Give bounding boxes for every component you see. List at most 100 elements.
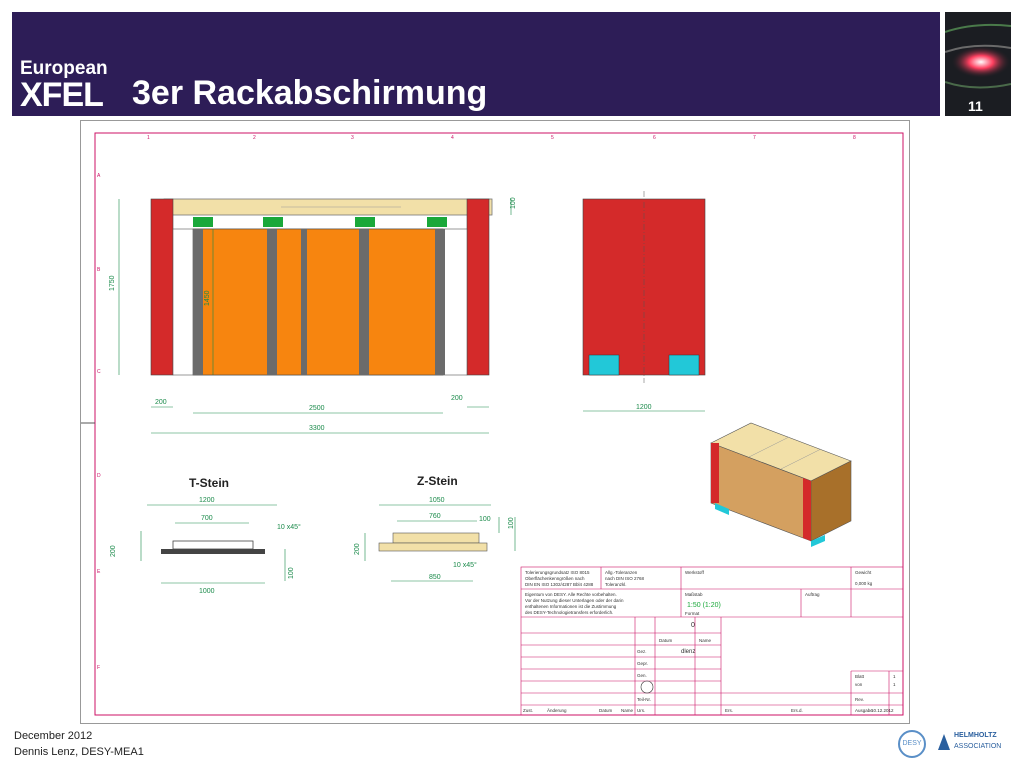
grid-col-label: 3 — [351, 135, 354, 141]
tb-text: Allg.-Toleranzen — [605, 570, 638, 575]
tb-text: Urs. — [637, 708, 645, 713]
t-stein-drawing: T-Stein 1200 700 1000 10 x45° 200 100 — [110, 476, 301, 595]
dim-label: 200 — [110, 545, 117, 557]
dim-label: 1200 — [636, 404, 652, 411]
tb-text: Datum — [599, 708, 613, 713]
helmholtz-sub: ASSOCIATION — [954, 743, 1002, 750]
foot-block — [588, 354, 620, 376]
helmholtz-name: HELMHOLTZ — [954, 732, 997, 739]
header-decoration-image — [945, 12, 1011, 116]
grid-row-label: C — [97, 369, 101, 375]
right-wall — [466, 198, 490, 376]
drawing-frame — [94, 132, 904, 716]
title-block — [520, 566, 904, 716]
helmholtz-logo: HELMHOLTZ ASSOCIATION — [936, 732, 1016, 758]
t-stein-title: T-Stein — [189, 476, 229, 490]
tb-text: Blatt — [855, 674, 865, 679]
dim-label: 100 — [510, 197, 517, 209]
support-block — [193, 217, 213, 227]
tb-text: von — [855, 682, 863, 687]
support-block — [427, 217, 447, 227]
tb-text: des DESY-Technologietransfers erforderli… — [525, 610, 613, 615]
tb-text: Eigentum von DESY. Alle Rechte vorbehalt… — [525, 592, 617, 597]
tb-text: Vor der Nutzung dieser Unterlagen oder d… — [525, 598, 624, 603]
left-wall — [150, 198, 174, 376]
tb-text: Zust. — [523, 708, 533, 713]
dim-label: 10 x45° — [453, 561, 477, 569]
grid-col-label: 8 — [853, 135, 856, 141]
dim-label: 10 x45° — [277, 523, 301, 531]
tb-text: 10.12.2012 — [871, 708, 894, 713]
tb-text: Ers.d. — [791, 708, 803, 713]
grid-row-label: A — [97, 173, 101, 179]
dim-label: 100 — [288, 567, 295, 579]
dim-label: 1050 — [429, 497, 445, 504]
desy-logo: DESY — [898, 730, 926, 758]
grid-row-label: D — [97, 473, 101, 479]
logo-text-xfel: XFEL — [20, 76, 104, 114]
tb-text: dlenz — [681, 649, 695, 655]
grid-col-label: 7 — [753, 135, 756, 141]
footer-author: Dennis Lenz, DESY-MEA1 — [14, 746, 144, 758]
tb-text: Änderung — [547, 707, 567, 713]
front-view: 1750 1450 100 200 200 2500 3300 — [109, 197, 517, 434]
z-stein-title: Z-Stein — [417, 474, 458, 488]
desy-stamp-icon — [640, 680, 654, 694]
tb-text: Gewicht — [855, 570, 872, 575]
dim-label: 2500 — [309, 405, 325, 412]
grid-row-label: E — [97, 569, 101, 575]
side-view: 1200 — [582, 191, 706, 412]
grid-col-label: 4 — [451, 135, 454, 141]
tb-text: Tolerierungsgrundsatz ISO 8015 — [525, 570, 590, 575]
dim-label: 760 — [429, 513, 441, 520]
tb-text: Rev. — [855, 697, 864, 702]
tb-text: 0,000 kg — [855, 581, 873, 586]
grid-row-label: B — [97, 267, 101, 273]
support-block — [355, 217, 375, 227]
tb-text: Werkstoff — [685, 570, 705, 575]
tb-text: nach DIN ISO 2768 — [605, 576, 645, 581]
dim-label: 1450 — [204, 290, 211, 306]
page-number: 11 — [968, 98, 983, 114]
logo-square-1 — [12, 12, 74, 26]
grid-col-label: 6 — [653, 135, 656, 141]
grid-col-label: 5 — [551, 135, 554, 141]
dim-label: 100 — [479, 516, 491, 523]
tb-text: Datum — [659, 638, 673, 643]
footer-date: December 2012 — [14, 730, 93, 742]
grid-row-label: F — [97, 665, 100, 671]
tb-text: Gen. — [637, 673, 647, 678]
isometric-view — [710, 422, 852, 547]
tb-text: Auftrag — [805, 592, 820, 597]
logo-square-2 — [76, 12, 98, 26]
dim-label: 200 — [451, 395, 463, 402]
dim-label: 700 — [201, 515, 213, 522]
tb-text: Gez. — [637, 649, 647, 654]
tb-text: Format — [685, 611, 700, 616]
dim-label: 850 — [429, 574, 441, 581]
tb-text: 1:50 (1:20) — [687, 602, 721, 609]
technical-drawing: 1 2 3 4 5 6 7 8 A B C D E F — [80, 120, 910, 724]
logo-square-3 — [100, 12, 116, 26]
drawing-canvas: 1 2 3 4 5 6 7 8 A B C D E F — [81, 132, 904, 716]
dim-label: 100 — [508, 517, 515, 529]
dim-label: 1200 — [199, 497, 215, 504]
logo-text-european: European — [20, 58, 108, 79]
tb-text: DIN EN ISO 1302/4287 Bbl4 4288 — [525, 582, 594, 587]
tb-text: enthaltenen Informationen ist die Zustim… — [525, 604, 617, 609]
tb-text: Name — [621, 708, 634, 713]
xfel-logo-block — [12, 26, 116, 116]
helmholtz-mark-icon — [938, 734, 950, 750]
tb-text: Gepr. — [637, 661, 648, 666]
tb-text: 0 — [691, 622, 695, 629]
support-block — [263, 217, 283, 227]
slide-title: 3er Rackabschirmung — [132, 74, 488, 112]
dim-label: 200 — [155, 399, 167, 406]
rack-body — [192, 228, 444, 376]
tb-text: 1 — [893, 682, 896, 687]
tb-text: Maßstab — [685, 592, 703, 597]
dim-label: 200 — [354, 543, 361, 555]
title-block-text: Tolerierungsgrundsatz ISO 8015 Oberfläch… — [523, 570, 896, 713]
z-stein-drawing: Z-Stein 1050 760 850 10 x45° 200 100 100 — [354, 474, 516, 582]
tb-text: Ers. — [725, 708, 733, 713]
